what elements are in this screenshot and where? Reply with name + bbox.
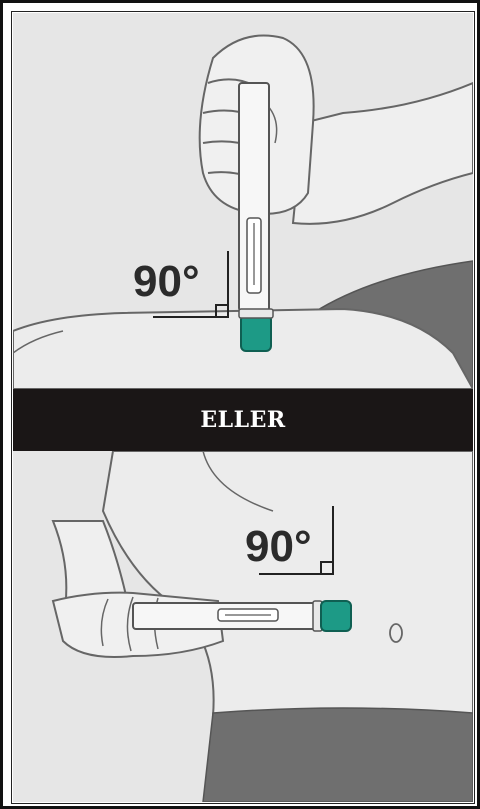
divider-label: ELLER xyxy=(200,407,285,433)
pants-shape xyxy=(203,708,473,802)
pen-needle-shield-horizontal xyxy=(321,601,351,631)
abdomen-injection-illustration: 90° xyxy=(13,451,473,802)
abdomen-injection-panel: 90° xyxy=(13,451,473,802)
divider-banner: ELLER xyxy=(13,389,473,451)
angle-label-top: 90° xyxy=(133,257,200,306)
thigh-injection-panel: 90° xyxy=(13,13,473,389)
angle-label-bottom: 90° xyxy=(245,522,312,571)
navel-shape xyxy=(390,624,402,642)
thigh-injection-illustration: 90° xyxy=(13,13,473,389)
pen-needle-shield xyxy=(241,315,271,351)
